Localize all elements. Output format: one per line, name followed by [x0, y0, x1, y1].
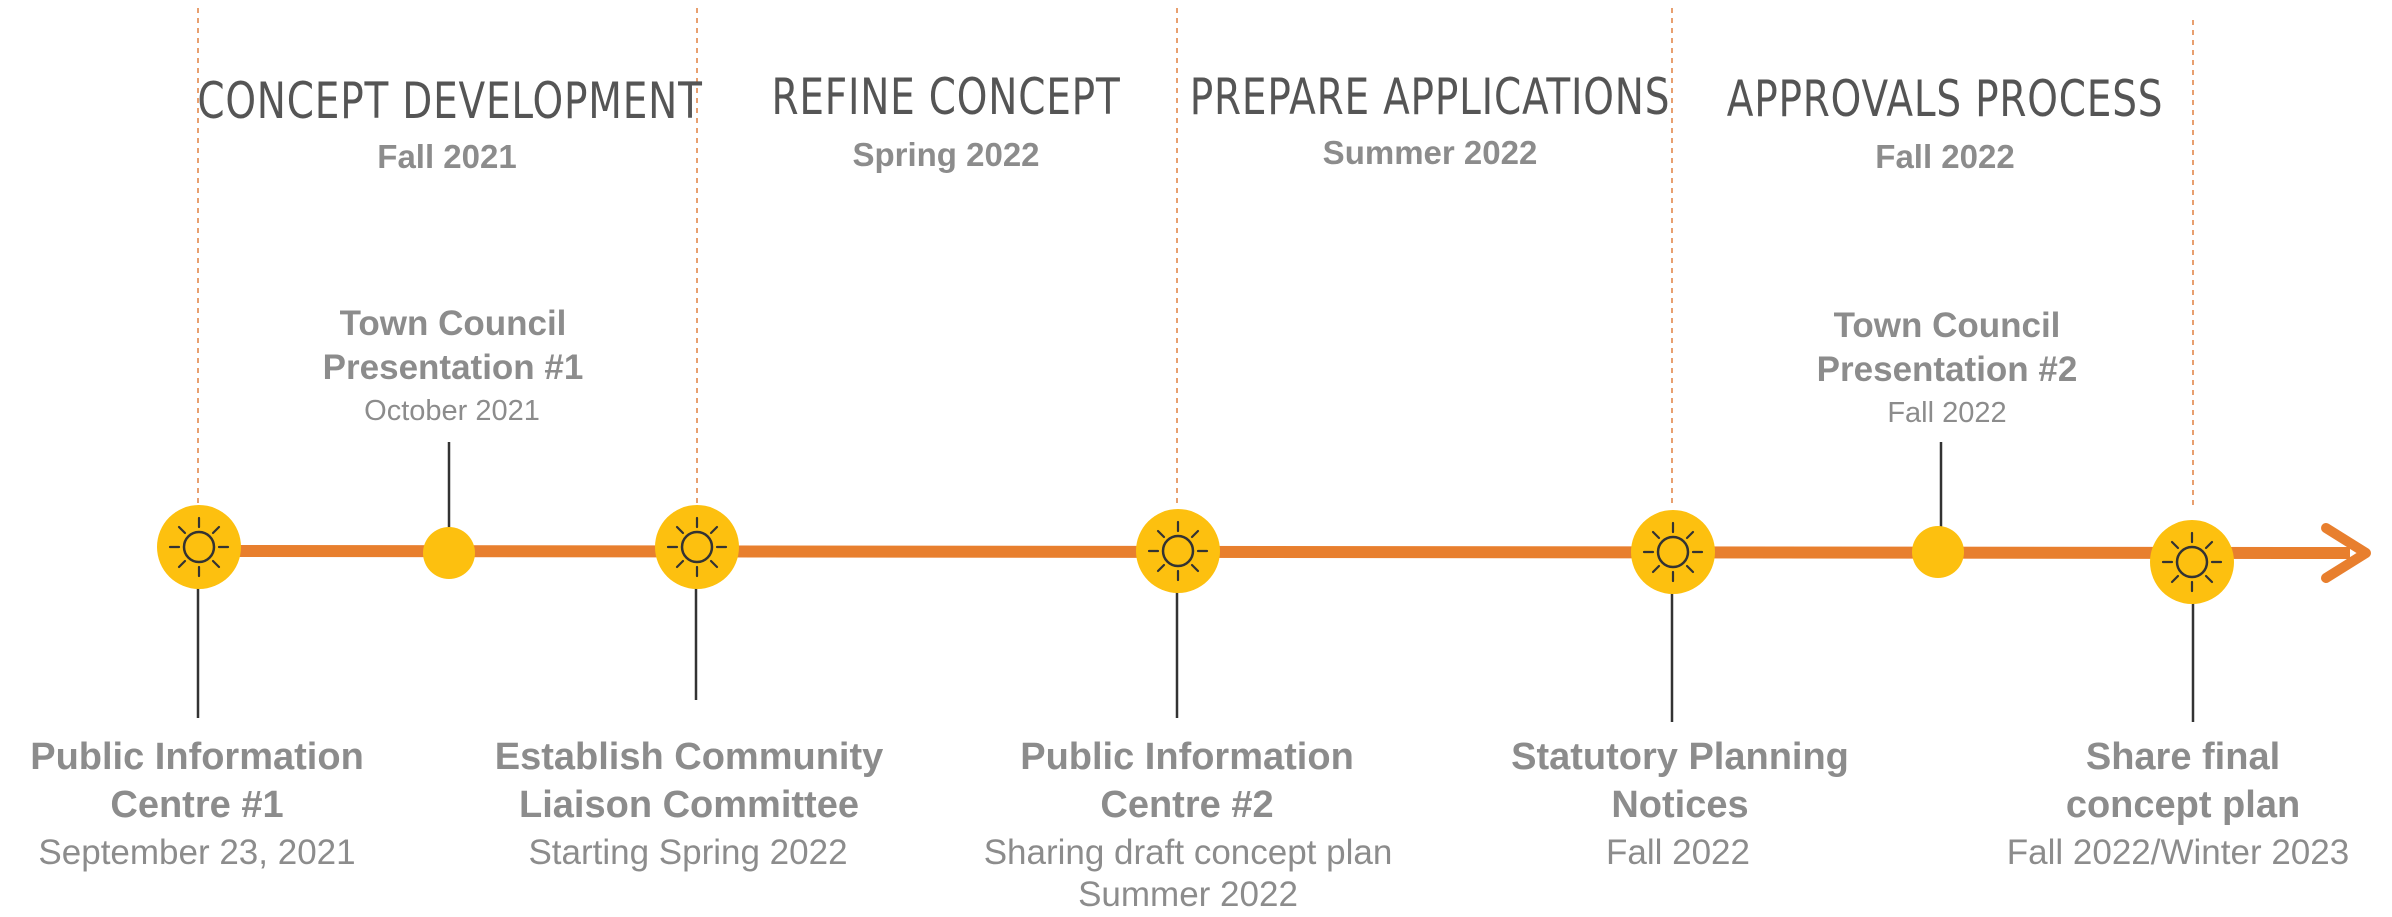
milestone-date-line: Sharing draft concept plan	[983, 833, 1393, 872]
phase-date: Summer 2022	[1322, 134, 1538, 171]
milestone-date-line: Summer 2022	[1078, 875, 1298, 914]
sun-icon	[1136, 509, 1220, 593]
sun-icon	[655, 505, 739, 589]
council-title-line: Presentation #1	[322, 348, 584, 387]
timeline-axis	[197, 545, 2351, 559]
council-title: Town Council Presentation #2	[1817, 304, 2078, 392]
milestone-marker	[655, 505, 739, 589]
council-dot	[1912, 526, 1964, 578]
sun-icon	[157, 505, 241, 589]
phase-date: Fall 2021	[377, 138, 517, 175]
sun-icon	[1631, 510, 1715, 594]
council-title-line: Town Council	[1833, 306, 2061, 345]
milestone-date: Starting Spring 2022	[528, 832, 847, 874]
council-title: Town Council Presentation #1	[323, 302, 584, 390]
milestone-title: Establish Community Liaison Committee	[495, 733, 884, 829]
council-title-line: Town Council	[339, 304, 567, 343]
milestone-title-line: concept plan	[2065, 784, 2301, 826]
phase-date: Spring 2022	[852, 136, 1040, 173]
milestone-title-line: Notices	[1611, 784, 1749, 826]
milestone-marker	[2150, 520, 2234, 604]
milestone-title-line: Public Information	[30, 736, 364, 778]
timeline-arrowhead	[2321, 523, 2371, 583]
milestone-title-line: Centre #2	[1100, 784, 1274, 826]
phase-title: CONCEPT DEVELOPMENT	[197, 72, 703, 130]
phase-title: REFINE CONCEPT	[771, 68, 1121, 126]
council-date: October 2021	[364, 395, 540, 427]
milestone-title: Public Information Centre #2	[1020, 733, 1354, 829]
milestone-date: Fall 2022/Winter 2023	[2007, 832, 2349, 874]
milestone-date: Fall 2022	[1606, 832, 1750, 874]
milestone-marker	[1631, 510, 1715, 594]
council-title-line: Presentation #2	[1816, 350, 2078, 389]
milestone-title-line: Statutory Planning	[1511, 736, 1849, 778]
milestone-title: Statutory Planning Notices	[1511, 733, 1849, 829]
council-date: Fall 2022	[1887, 397, 2007, 429]
milestone-title-line: Share final	[2085, 736, 2281, 778]
milestone-date-line: Starting Spring 2022	[528, 833, 848, 872]
phase-date: Fall 2022	[1875, 138, 2015, 175]
milestone-date-line: Fall 2022	[1606, 833, 1750, 872]
milestone-date-line: Fall 2022/Winter 2023	[2006, 833, 2350, 872]
milestone-title-line: Establish Community	[494, 736, 884, 778]
milestone-date-line: September 23, 2021	[38, 833, 356, 872]
phase-title: APPROVALS PROCESS	[1726, 70, 2164, 128]
milestone-title: Public Information Centre #1	[30, 733, 364, 829]
milestone-title-line: Centre #1	[110, 784, 284, 826]
sun-icon	[2150, 520, 2234, 604]
milestone-marker	[157, 505, 241, 589]
milestone-title-line: Liaison Committee	[519, 784, 859, 826]
council-dot	[423, 527, 475, 579]
phase-title: PREPARE APPLICATIONS	[1189, 68, 1671, 126]
milestone-title: Share final concept plan	[2066, 733, 2300, 829]
milestone-marker	[1136, 509, 1220, 593]
milestone-date: September 23, 2021	[38, 832, 355, 874]
milestone-title-line: Public Information	[1020, 736, 1354, 778]
milestone-date: Sharing draft concept plan Summer 2022	[984, 832, 1393, 916]
